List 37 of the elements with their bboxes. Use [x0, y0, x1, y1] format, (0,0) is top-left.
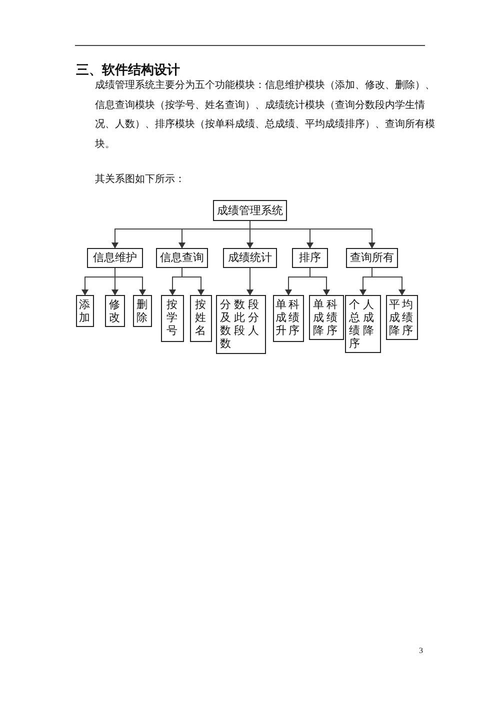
arrow: [246, 268, 254, 296]
function-label: 添加: [78, 299, 91, 325]
arrow: [182, 268, 204, 296]
module-box: [87, 248, 143, 268]
function-label: 按学号: [166, 299, 178, 338]
module-box: [292, 248, 328, 268]
function-label: 分数段及此分数段人数: [219, 299, 263, 351]
body-paragraph: 成绩管理系统主要分为五个功能模块：信息维护模块（添加、修改、删除）、信息查询模块（按学号、姓名查询）、成绩统计模块（查询分数段内学生情况、人数）、排序模块（按单科成绩、总成绩、平均成绩排序）、查询所有模块。: [95, 78, 435, 152]
function-label: 按姓名: [194, 299, 207, 338]
function-label: 单科成绩升序: [274, 299, 302, 338]
function-box: [76, 295, 94, 327]
module-title: 信息维护: [93, 251, 137, 265]
module-title: 查询所有: [350, 251, 394, 265]
function-label: 个人总成绩降序: [348, 299, 378, 351]
function-box: [133, 295, 152, 327]
function-label: 修改: [108, 299, 121, 325]
module-title: 成绩统计: [228, 251, 272, 265]
function-label: 平均成绩降序: [388, 299, 416, 338]
function-box: [190, 295, 212, 342]
system-title: 成绩管理系统: [217, 204, 283, 218]
arrow: [114, 268, 146, 296]
system-box: [213, 200, 287, 221]
function-box: [161, 295, 184, 342]
intro-text: 其关系图如下所示：: [95, 172, 185, 187]
arrow: [310, 268, 330, 296]
function-label: 单科成绩降序: [312, 299, 341, 338]
module-box: [346, 248, 398, 268]
module-title: 排序: [299, 251, 321, 265]
section-heading: 三、软件结构设计: [76, 62, 180, 78]
module-box: [156, 248, 208, 268]
function-label: 删除: [136, 299, 148, 325]
module-box: [223, 248, 277, 268]
page-number: 3: [419, 646, 423, 656]
module-title: 信息查询: [160, 251, 204, 265]
function-box: [105, 295, 125, 327]
arrow: [372, 268, 406, 296]
arrow: [250, 220, 376, 248]
